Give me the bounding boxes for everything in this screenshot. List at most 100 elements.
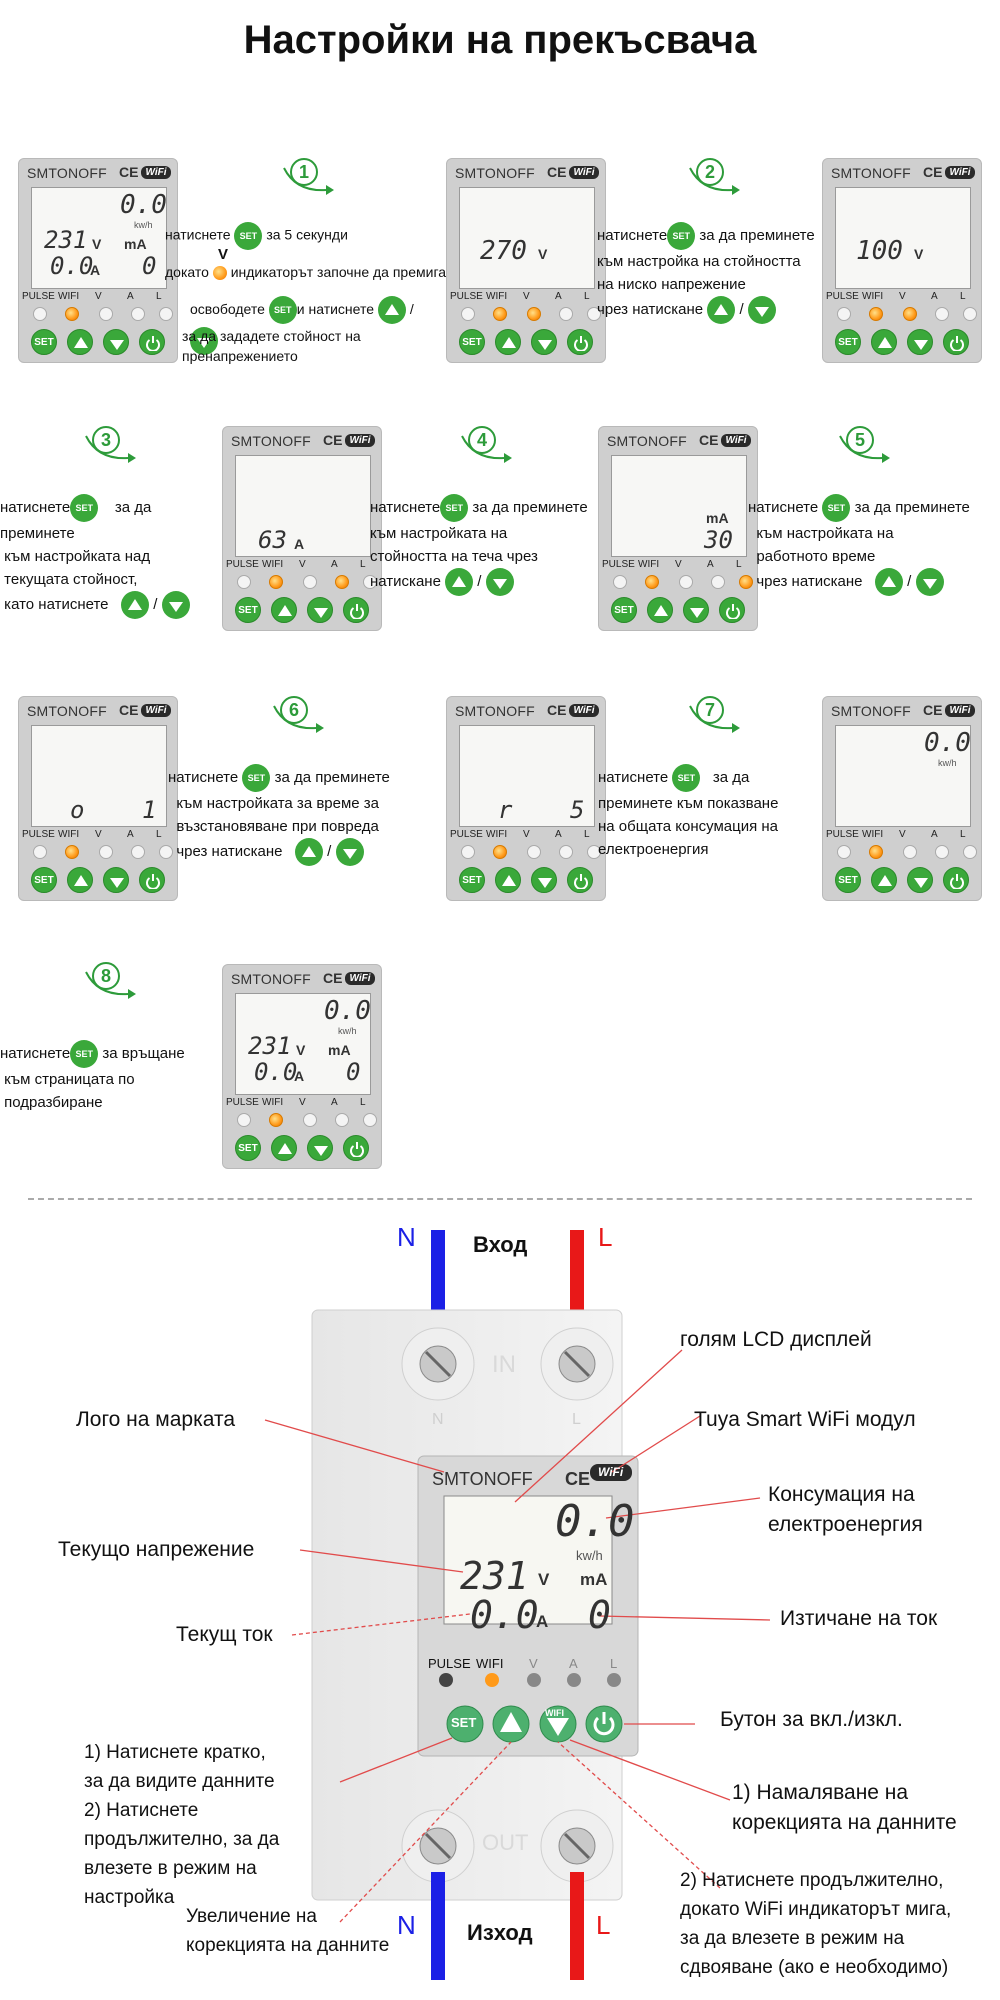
step-1-text-2: докато индикаторът започне да премига,: [165, 264, 450, 281]
wifi-down-button[interactable]: [531, 867, 557, 893]
wifi-down-button[interactable]: [307, 597, 333, 623]
logo-callout: Лого на марката: [76, 1408, 236, 1431]
status-led: [559, 845, 573, 859]
status-led: [837, 845, 851, 859]
ce-mark: CE: [923, 164, 943, 180]
current-value: 63: [258, 526, 287, 554]
led-label: PULSE: [450, 829, 483, 840]
set-button[interactable]: SET: [459, 867, 485, 893]
step-arrow-icon: [689, 167, 740, 195]
wifi-down-button[interactable]: [531, 329, 557, 355]
out-mark: OUT: [482, 1830, 529, 1855]
status-led: [131, 845, 145, 859]
power-button[interactable]: [343, 1135, 369, 1161]
up-button[interactable]: [271, 1135, 297, 1161]
power-button[interactable]: [139, 867, 165, 893]
step-arrow-icon: [283, 167, 334, 195]
led-label: WIFI: [638, 559, 660, 570]
status-led: [461, 307, 475, 321]
setting-left-value: r: [498, 796, 513, 824]
set-button[interactable]: SET: [235, 597, 261, 623]
up-button[interactable]: [67, 867, 93, 893]
wifi-badge: WiFi: [721, 434, 751, 447]
up-button[interactable]: [647, 597, 673, 623]
up-button[interactable]: [271, 597, 297, 623]
led-label: A: [331, 1097, 338, 1108]
set-button[interactable]: SET: [31, 867, 57, 893]
power-button[interactable]: [567, 329, 593, 355]
power-button[interactable]: [343, 597, 369, 623]
status-led: [935, 307, 949, 321]
big-volt-unit: V: [538, 1570, 550, 1589]
n-output-label: N: [397, 1910, 416, 1940]
lcd-display: [443, 1495, 613, 1625]
power-button[interactable]: [567, 867, 593, 893]
set-button[interactable]: SET: [31, 329, 57, 355]
status-led: [33, 307, 47, 321]
voltage-unit: V: [538, 246, 548, 262]
led-label: L: [960, 291, 966, 302]
wifi-down-icon: [190, 326, 218, 355]
up-button[interactable]: [495, 329, 521, 355]
step-arrow-icon: [85, 435, 136, 463]
set-button[interactable]: [446, 1705, 484, 1743]
status-led: [679, 575, 693, 589]
wifi-down-button[interactable]: [907, 867, 933, 893]
set-button[interactable]: SET: [459, 329, 485, 355]
input-label: Вход: [473, 1232, 528, 1257]
set-icon: SET: [440, 494, 469, 522]
wifi-badge: WiFi: [945, 704, 975, 717]
up-button[interactable]: [871, 867, 897, 893]
n-input-label: N: [397, 1222, 416, 1252]
led-label: WIFI: [58, 829, 80, 840]
voltage-value: 100: [856, 236, 903, 266]
up-button[interactable]: [871, 329, 897, 355]
power-button[interactable]: [943, 867, 969, 893]
setting-left-value: o: [70, 796, 85, 824]
led-label: A: [127, 291, 134, 302]
set-icon: SET: [242, 764, 271, 792]
led-label: A: [707, 559, 714, 570]
big-amp-unit: A: [536, 1612, 549, 1631]
step-3-badge: 3: [84, 426, 136, 463]
up-button[interactable]: [495, 867, 521, 893]
wifi-down-button[interactable]: [683, 597, 709, 623]
led-label: A: [555, 829, 562, 840]
led-label: PULSE: [226, 559, 259, 570]
l-led: [607, 1673, 621, 1687]
set-button[interactable]: SET: [835, 867, 861, 893]
status-led: [159, 307, 173, 321]
l-terminal-mark: L: [572, 1411, 581, 1428]
power-button[interactable]: [139, 329, 165, 355]
status-led: [935, 845, 949, 859]
status-led: [613, 575, 627, 589]
power-button[interactable]: [719, 597, 745, 623]
led-label: WIFI: [262, 1097, 284, 1108]
device-brand: SMTONOFF: [455, 165, 535, 181]
voltage-unit: V: [914, 246, 924, 262]
power-button[interactable]: [943, 329, 969, 355]
n-terminal-mark: N: [432, 1411, 444, 1428]
set-button[interactable]: SET: [835, 329, 861, 355]
status-led: [237, 1113, 251, 1127]
big-amp-value: 0.0: [470, 1593, 539, 1637]
set-button[interactable]: SET: [235, 1135, 261, 1161]
wifi-down-button[interactable]: [307, 1135, 333, 1161]
wifi-down-button[interactable]: [103, 329, 129, 355]
wifi-down-button[interactable]: [103, 867, 129, 893]
up-button[interactable]: [67, 329, 93, 355]
up-arrow-icon: [121, 591, 150, 619]
status-led: [587, 307, 601, 321]
ce-mark: CE: [323, 970, 343, 986]
device-wifi-badge: WiFi: [598, 1465, 624, 1479]
step-number: 1: [290, 158, 318, 186]
status-led: [237, 575, 251, 589]
set-button[interactable]: SET: [611, 597, 637, 623]
wifi-down-button[interactable]: [907, 329, 933, 355]
